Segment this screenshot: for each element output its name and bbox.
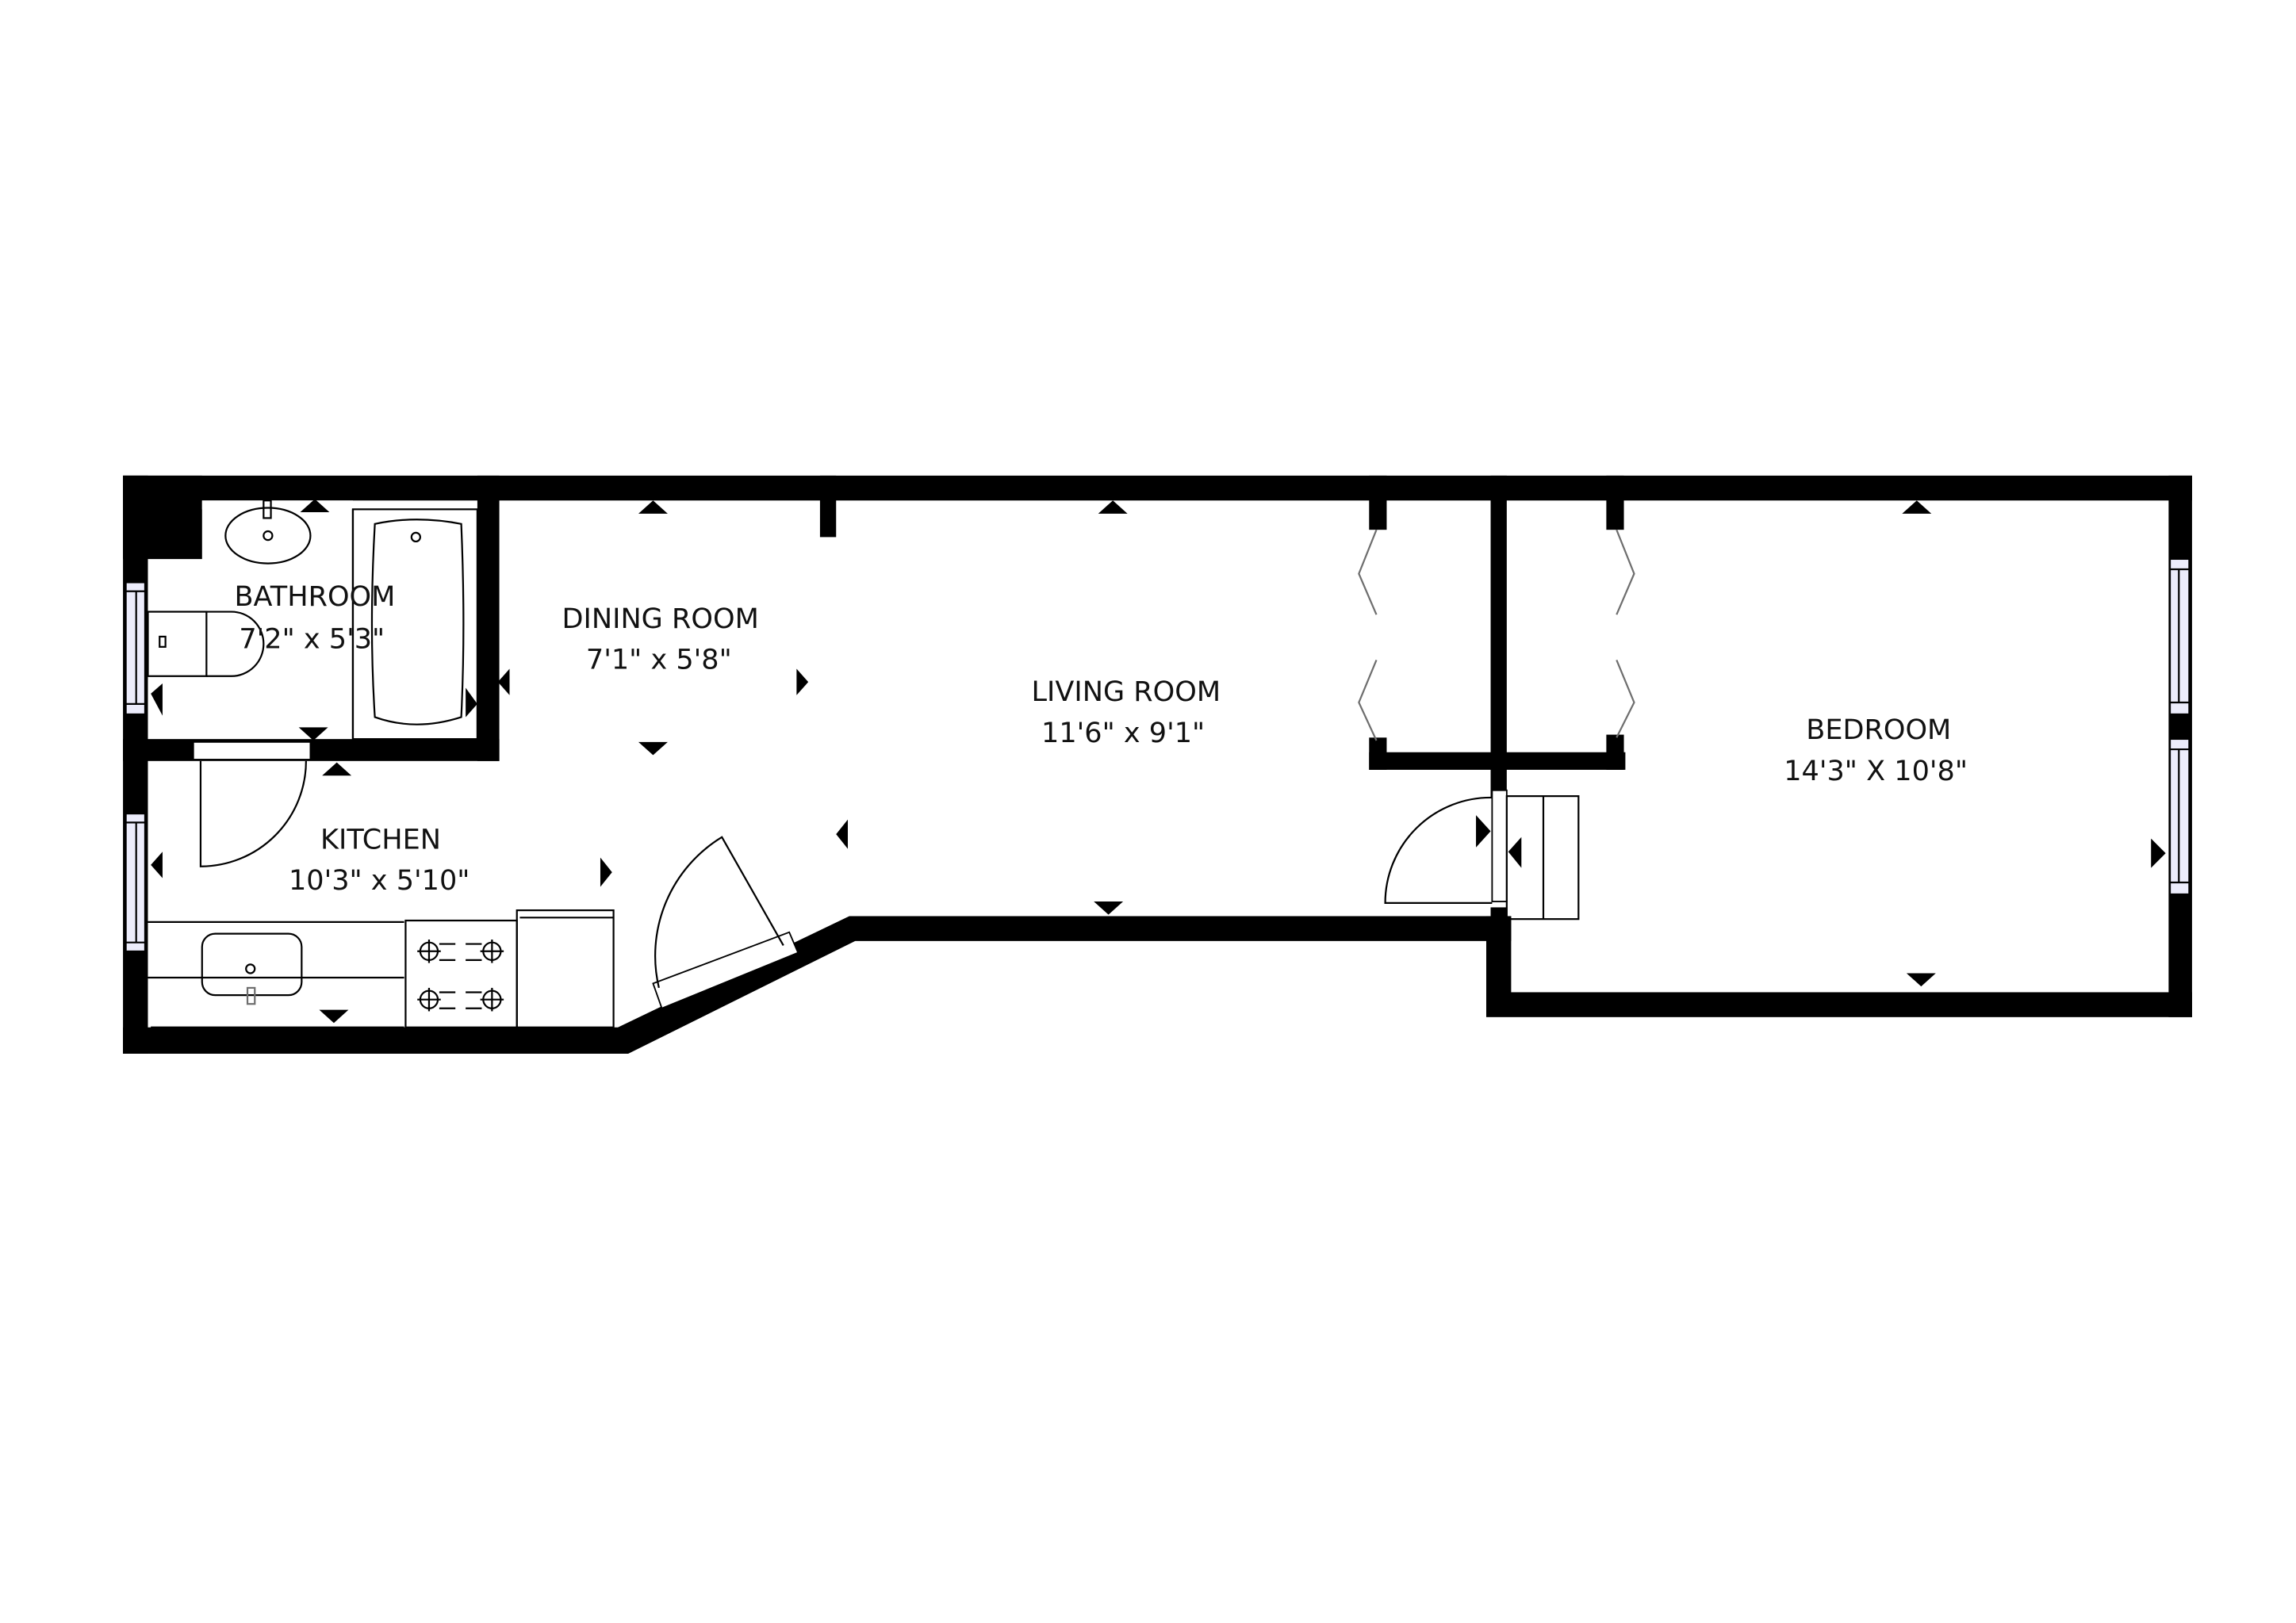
wall-bedroom-door-jamb	[1490, 907, 1507, 996]
room-label-living-room: LIVING ROOM 11'6" x 9'1"	[1032, 676, 1221, 749]
wall-corner-block	[123, 475, 202, 560]
bathroom-door[interactable]	[192, 741, 312, 867]
wall-bottom-living	[849, 916, 1512, 941]
window-bedroom-upper	[2169, 558, 2191, 715]
wall-closet-divider	[1490, 475, 1507, 798]
wall-top	[123, 475, 2192, 501]
wall-left	[123, 475, 148, 1054]
room-name: DINING ROOM	[562, 603, 759, 635]
room-label-bedroom: BEDROOM 14'3" X 10'8"	[1784, 714, 1968, 787]
bathroom-fixtures	[147, 500, 479, 741]
stove-icon	[404, 919, 518, 1028]
bedroom-closet-shelves	[1505, 795, 1580, 921]
room-dimensions: 14'3" X 10'8"	[1784, 755, 1968, 787]
wall-bedroom-bottom	[1485, 992, 2192, 1017]
room-name: LIVING ROOM	[1032, 676, 1221, 708]
toilet-icon	[147, 611, 265, 677]
kitchen-fixtures	[148, 909, 615, 1028]
dimension-arrows	[151, 499, 2166, 1024]
room-dimensions: 10'3" x 5'10"	[289, 864, 470, 897]
room-name: BATHROOM	[234, 580, 395, 613]
room-dimensions: 11'6" x 9'1"	[1041, 717, 1205, 749]
wall-closet-right-bottom	[1606, 734, 1624, 770]
windows	[125, 558, 2191, 952]
doors	[192, 529, 1635, 1009]
bedroom-door[interactable]	[1384, 789, 1508, 904]
wall-bottom-kitchen	[123, 1027, 629, 1054]
kitchen-sink-icon	[201, 932, 303, 1005]
entry-door[interactable]	[652, 836, 799, 1009]
refrigerator-icon	[516, 909, 615, 1028]
room-dimensions: 7'1" x 5'8"	[586, 644, 732, 676]
room-name: BEDROOM	[1806, 714, 1951, 746]
room-dimensions: 7'2" x 5'3"	[239, 623, 385, 656]
room-name: KITCHEN	[320, 824, 441, 856]
wall-closet-right-top	[1606, 475, 1624, 530]
window-bathroom	[125, 581, 146, 715]
room-label-dining-room: DINING ROOM 7'1" x 5'8"	[562, 603, 759, 676]
closet-bifold-doors[interactable]	[1358, 529, 1635, 741]
window-bedroom-lower	[2169, 738, 2191, 895]
room-label-kitchen: KITCHEN 10'3" x 5'10"	[289, 824, 470, 898]
room-label-bathroom: BATHROOM 7'2" x 5'3"	[234, 580, 395, 656]
window-kitchen	[125, 813, 146, 952]
wall-stub	[819, 475, 837, 538]
bathtub-icon	[370, 519, 465, 725]
bathroom-sink-icon	[224, 500, 312, 565]
wall-bathroom-right	[477, 475, 500, 761]
wall-closet-left-top	[1369, 475, 1387, 530]
